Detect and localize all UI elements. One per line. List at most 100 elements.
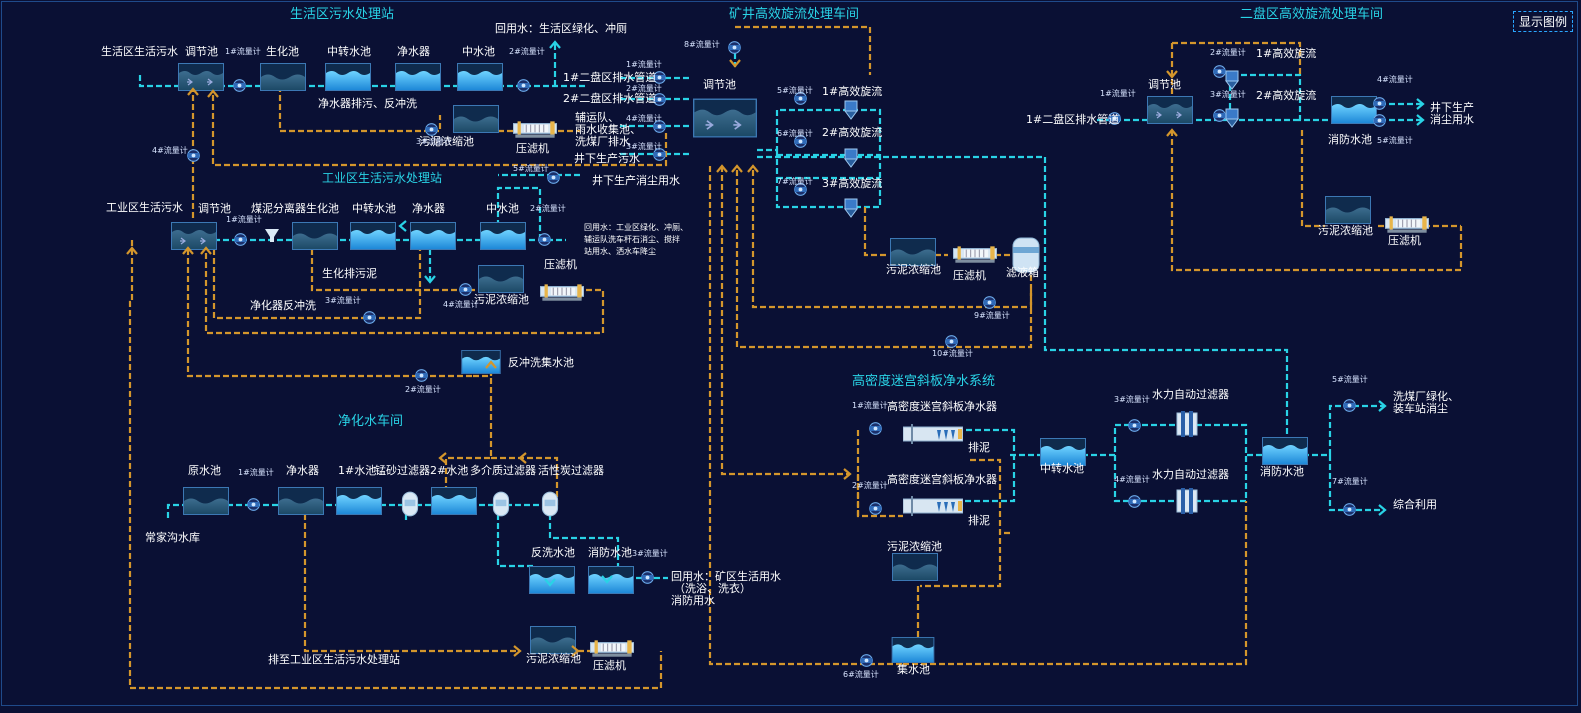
flow-meter-23 xyxy=(1213,65,1226,78)
meter-label-m5: 5#流量计 xyxy=(513,163,549,173)
sludge-pipe-11 xyxy=(128,240,663,690)
meter-labels: 1#流量计 2#流量计 3#流量计 4#流量计 1#流量计 2#流量计 4#流量… xyxy=(152,39,1413,679)
sludge-pipe-5 xyxy=(186,240,473,378)
meter-label-m4: 4#流量计 xyxy=(626,113,662,123)
flow-arrow-18 xyxy=(200,246,212,255)
pool-2 xyxy=(431,487,477,515)
clean-pipe-16 xyxy=(757,108,882,209)
label-aux2: 雨水收集池、 xyxy=(575,122,641,136)
label-purifier: 净水器 xyxy=(397,44,430,58)
clean-pipe-21 xyxy=(1187,73,1330,122)
label-purifier-2: 净水器 xyxy=(412,201,445,215)
meter-label-h2: 2#流量计 xyxy=(852,480,888,490)
meter-label-a4: 4#流量计 xyxy=(1377,74,1413,84)
clean-pipe-30 xyxy=(1328,455,1385,512)
bio-tank xyxy=(260,63,306,91)
label-regulating-2: 调节池 xyxy=(198,202,231,215)
label-pool1: 1#水池 xyxy=(338,464,376,477)
label-sludge-hd: 污泥浓缩池 xyxy=(887,540,942,553)
purifier-unit xyxy=(395,63,441,91)
backwash-water-pool xyxy=(529,566,575,594)
sludge-pipe-8 xyxy=(310,240,460,292)
flow-meter-33 xyxy=(860,654,873,667)
flow-arrow-21 xyxy=(571,645,580,657)
label-hd-purifier-2: 高密度迷宫斜板净水器 xyxy=(887,472,997,486)
coal-separator xyxy=(265,229,279,242)
flow-meter-17 xyxy=(363,311,376,324)
label-comprehensive: 综合利用 xyxy=(1393,497,1437,511)
label-pool2: 2#水池 xyxy=(430,464,468,477)
meter-label-m3: 3#流量计 xyxy=(626,141,662,151)
bio-tank-2 xyxy=(292,222,338,250)
label-reuse-mine1: 回用水：矿区生活用水 xyxy=(671,569,781,583)
label-underground-sewage: 井下生产污水 xyxy=(574,151,640,165)
meter-label-c5: 5#流量计 xyxy=(777,85,813,95)
label-sludge-1: 污泥浓缩池 xyxy=(419,135,474,148)
label-cyclone3: 3#高效旋流 xyxy=(822,176,882,190)
flow-meter-32 xyxy=(1343,503,1356,516)
label-fire-hd: 消防水池 xyxy=(1260,464,1304,478)
label-transfer-2: 中转水池 xyxy=(352,201,396,215)
meter-label-d2: 2#流量计 xyxy=(509,46,545,56)
flow-meter-31 xyxy=(1343,399,1356,412)
label-cyclone1: 1#高效旋流 xyxy=(822,84,882,98)
transfer-tank-2 xyxy=(350,222,396,250)
flow-meter-18 xyxy=(459,283,472,296)
sludge-pipe-14 xyxy=(444,360,493,505)
backwash-collect-pool xyxy=(461,350,501,374)
flow-meter-28 xyxy=(869,502,882,515)
label-sludge-2: 污泥浓缩池 xyxy=(474,293,529,306)
label-bio-2: 生化池 xyxy=(306,201,339,215)
cyclone-a2-2 xyxy=(1225,70,1239,90)
label-press-2: 压滤机 xyxy=(544,257,577,271)
sludge-pipe-30 xyxy=(1170,130,1463,272)
flow-arrow-6 xyxy=(1416,114,1425,126)
meter-label-a5: 5#流量计 xyxy=(1377,135,1413,145)
flow-arrow-19 xyxy=(126,246,138,255)
raw-water-tank xyxy=(183,487,229,515)
hd-purifier-1 xyxy=(903,423,963,445)
label-regulating-mine: 调节池 xyxy=(703,78,736,91)
meter-label-m8: 8#流量计 xyxy=(684,39,720,49)
filter-liquid-box xyxy=(1012,237,1040,273)
sludge-pipe-16 xyxy=(735,25,872,75)
meter-label-d4: 4#流量计 xyxy=(152,145,188,155)
flow-labels: 生活区生活污水 回用水：生活区绿化、冲厕 净水器排污、反冲洗 1#二盘区排水管道… xyxy=(101,21,1474,666)
title-domestic-station: 生活区污水处理站 xyxy=(290,7,394,22)
flow-meter-13 xyxy=(983,296,996,309)
label-collect: 集水池 xyxy=(897,662,930,676)
flow-meter-15 xyxy=(234,233,247,246)
label-auto-filter-1: 水力自动过滤器 xyxy=(1152,388,1229,401)
show-legend-button[interactable]: 显示图例 xyxy=(1513,11,1573,32)
flow-meter-2 xyxy=(425,123,438,136)
filter-press-a2 xyxy=(1385,215,1429,234)
flow-arrow-15 xyxy=(1166,70,1178,79)
flow-arrow-14 xyxy=(731,164,743,173)
meter-label-h4: 4#流量计 xyxy=(1114,474,1150,484)
auto-filter-2 xyxy=(1176,488,1198,514)
midwater-tank-2 xyxy=(480,222,526,250)
flow-meter-9 xyxy=(728,41,741,54)
meter-label-d3: 3#流量计 xyxy=(416,136,452,146)
meter-label-m9: 9#流量计 xyxy=(974,310,1010,320)
label-multi-filter: 多介质过滤器 xyxy=(470,463,536,477)
title-industrial-station: 工业区生活污水处理站 xyxy=(322,171,442,185)
label-bio-sludge: 生化排污泥 xyxy=(322,266,377,280)
mine-regulating-tank xyxy=(694,99,757,137)
pool-1 xyxy=(336,487,382,515)
sludge-pipe-10 xyxy=(204,240,605,335)
meter-label-m1: 1#流量计 xyxy=(626,59,662,69)
hd-purifier-2 xyxy=(903,495,963,517)
label-reuse-ind1: 回用水：工业区绿化、冲厕、 xyxy=(584,222,688,232)
meter-label-d1: 1#流量计 xyxy=(225,46,261,56)
label-regulating: 调节池 xyxy=(185,45,218,58)
flow-arrow-25 xyxy=(716,164,728,173)
label-fire-a2: 消防水池 xyxy=(1328,132,1372,146)
label-press-1: 压滤机 xyxy=(516,141,549,155)
meter-label-h1: 1#流量计 xyxy=(852,400,888,410)
meter-label-i1: 1#流量计 xyxy=(226,214,262,224)
label-sludge-mine: 污泥浓缩池 xyxy=(886,263,941,276)
multi-media-filter xyxy=(492,491,510,517)
